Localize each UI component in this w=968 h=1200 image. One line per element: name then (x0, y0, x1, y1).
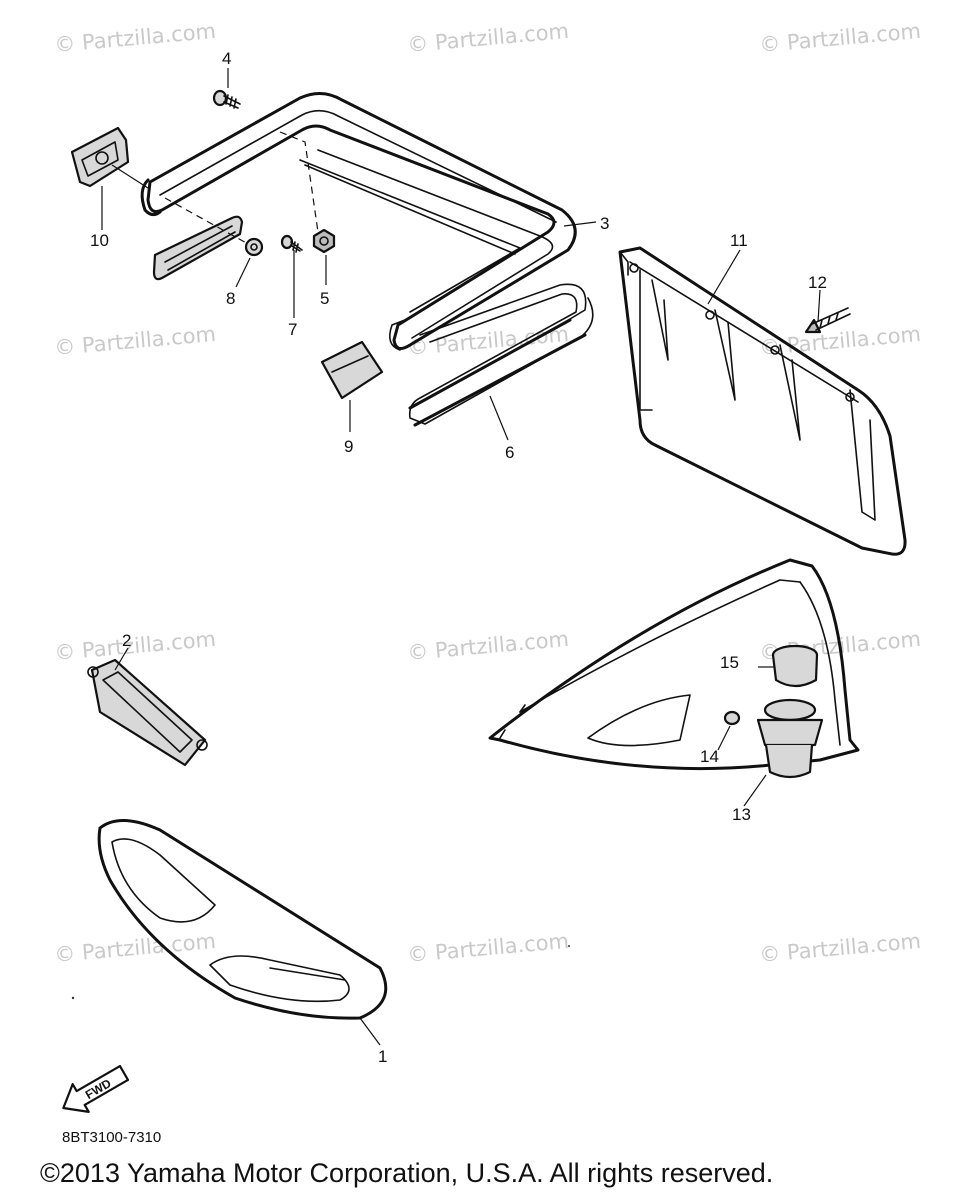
callout-14: 14 (700, 747, 719, 766)
speck-2 (568, 945, 570, 947)
callout-6: 6 (505, 443, 514, 462)
part-12-rivet (804, 307, 851, 334)
part-3-rail (146, 92, 577, 351)
watermark-7: © Partzilla.com (53, 627, 217, 665)
copyright-notice: ©2013 Yamaha Motor Corporation, U.S.A. A… (40, 1158, 774, 1188)
part-8-washer (244, 237, 264, 257)
part-4-screw (212, 89, 241, 109)
callout-10: 10 (90, 231, 109, 250)
callout-5: 5 (320, 289, 329, 308)
callout-8: 8 (226, 289, 235, 308)
watermark-3: © Partzilla.com (758, 19, 922, 57)
callout-11: 11 (730, 231, 748, 250)
part-7-screw (280, 234, 303, 253)
watermark-1: © Partzilla.com (53, 19, 217, 57)
watermark-8: © Partzilla.com (406, 627, 570, 665)
callout-2: 2 (122, 631, 131, 650)
part-15-cap (771, 644, 819, 688)
part-left-strip (152, 215, 244, 281)
part-housing (488, 558, 860, 771)
part-5-nut (312, 228, 336, 254)
part-1-cover (97, 818, 388, 1020)
callout-4: 4 (222, 49, 231, 68)
callout-15: 15 (720, 653, 739, 672)
watermark-11: © Partzilla.com (406, 929, 570, 967)
callout-1: 1 (378, 1047, 387, 1066)
callout-13: 13 (732, 805, 751, 824)
callout-9: 9 (344, 437, 353, 456)
watermarks: © Partzilla.com © Partzilla.com © Partzi… (53, 19, 922, 967)
part-2-tray (87, 658, 208, 767)
part-13-fitting (756, 698, 824, 779)
watermark-2: © Partzilla.com (406, 19, 570, 57)
part-9-pad (320, 340, 384, 400)
part-10-bracket (70, 126, 162, 217)
part-11-panel (618, 246, 907, 556)
callout-3: 3 (600, 214, 609, 233)
callouts: 4 3 10 8 5 7 9 6 11 12 2 15 14 13 1 (90, 49, 827, 1066)
callout-7: 7 (288, 320, 297, 339)
part-14-clip (723, 710, 741, 726)
watermark-12: © Partzilla.com (758, 929, 922, 967)
watermark-4: © Partzilla.com (53, 322, 217, 360)
fwd-arrow-icon: FWD (62, 1064, 130, 1113)
speck-1 (71, 996, 75, 1000)
leader-lines (101, 68, 821, 1046)
callout-12: 12 (808, 273, 827, 292)
diagram-code: 8BT3100-7310 (62, 1129, 162, 1146)
part-6-trim (408, 283, 594, 427)
assembly-line-2 (279, 131, 319, 233)
assembly-line-1 (164, 197, 251, 246)
watermark-10: © Partzilla.com (53, 929, 217, 967)
